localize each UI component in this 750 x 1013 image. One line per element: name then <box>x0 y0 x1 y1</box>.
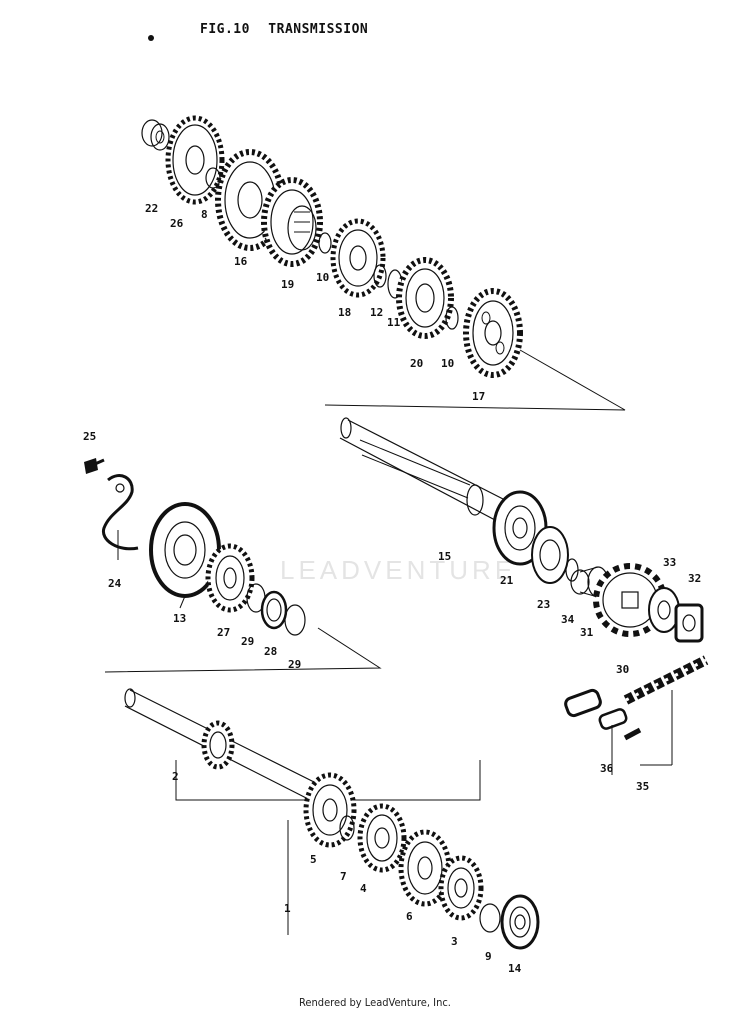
callout-26: 26 <box>170 217 184 230</box>
part-26-gear <box>165 115 225 205</box>
callout-14: 14 <box>508 962 522 975</box>
part-32-nut <box>674 603 704 643</box>
callout-17: 17 <box>472 390 485 403</box>
callout-10: 10 <box>316 271 329 284</box>
callout-1: 1 <box>284 902 291 915</box>
callout-20: 20 <box>410 357 423 370</box>
part-8-washer <box>205 167 221 189</box>
callout-11: 11 <box>387 316 401 329</box>
callout-19: 19 <box>281 278 294 291</box>
callout-8: 8 <box>201 208 208 221</box>
callout-2: 2 <box>172 770 179 783</box>
part-13-bearing <box>149 502 221 609</box>
part-7-washer <box>339 815 355 841</box>
part-18-gear <box>330 218 386 298</box>
part-9-washer <box>479 903 501 933</box>
part-33-washer <box>648 587 680 633</box>
callout-35: 35 <box>636 780 649 793</box>
part-35-chain <box>611 655 709 775</box>
part-24-bracket <box>102 474 139 560</box>
callout-29: 29 <box>241 635 254 648</box>
part-20-gear <box>396 257 454 339</box>
part-28-ring <box>260 590 288 630</box>
callout-18: 18 <box>338 306 351 319</box>
part-25-bolt <box>84 458 105 474</box>
callout-7: 7 <box>340 870 347 883</box>
part-17-gear <box>463 288 523 378</box>
part-23-seal <box>531 526 569 584</box>
part-27-gear <box>205 543 255 613</box>
figure-title: FIG.10 TRANSMISSION <box>200 22 368 37</box>
callout-12: 12 <box>370 306 383 319</box>
mainshaft-2 <box>124 688 481 806</box>
part-4-gear <box>357 803 407 873</box>
callout-9: 9 <box>485 950 492 963</box>
callout-15: 15 <box>438 550 451 563</box>
part-10-washer-b <box>445 306 459 330</box>
callout-29b: 29 <box>288 658 301 671</box>
callout-4: 4 <box>360 882 367 895</box>
callout-25: 25 <box>83 430 96 443</box>
callout-6: 6 <box>406 910 413 923</box>
callout-16: 16 <box>234 255 248 268</box>
part-14-bearing <box>500 894 540 950</box>
part-29-washer-b <box>284 604 306 636</box>
part-3-gear <box>438 855 484 921</box>
callout-30: 30 <box>616 663 629 676</box>
callout-22: 22 <box>145 202 158 215</box>
callout-10b: 10 <box>441 357 454 370</box>
callout-labels: 22 26 8 16 19 10 18 12 11 20 10 17 25 24… <box>83 202 701 975</box>
callout-34: 34 <box>561 613 575 626</box>
callout-36: 36 <box>600 762 614 775</box>
part-10-washer <box>318 232 332 254</box>
part-19-gear <box>261 177 323 267</box>
footer-credit: Rendered by LeadVenture, Inc. <box>299 996 451 1009</box>
callout-27: 27 <box>217 626 230 639</box>
part-22-collar <box>141 119 170 151</box>
figure-name: TRANSMISSION <box>268 22 369 37</box>
callout-5: 5 <box>310 853 317 866</box>
figure-number: FIG.10 <box>200 22 250 37</box>
part-12-ring <box>373 264 387 288</box>
part-36-chain-joint <box>564 688 642 750</box>
callout-33: 33 <box>663 556 676 569</box>
callout-13: 13 <box>173 612 186 625</box>
callout-31: 31 <box>580 626 594 639</box>
mainshaft-spline-gear <box>201 720 235 770</box>
callout-28: 28 <box>264 645 277 658</box>
callout-32: 32 <box>688 572 701 585</box>
callout-24: 24 <box>108 577 122 590</box>
part-5-gear <box>303 772 357 848</box>
title-bullet <box>148 35 154 41</box>
callout-3: 3 <box>451 935 458 948</box>
watermark-text: LEADVENTURE <box>280 555 517 585</box>
countershaft-assembly <box>141 115 626 411</box>
callout-21: 21 <box>500 574 514 587</box>
callout-23: 23 <box>537 598 550 611</box>
countershaft-15 <box>339 417 506 521</box>
